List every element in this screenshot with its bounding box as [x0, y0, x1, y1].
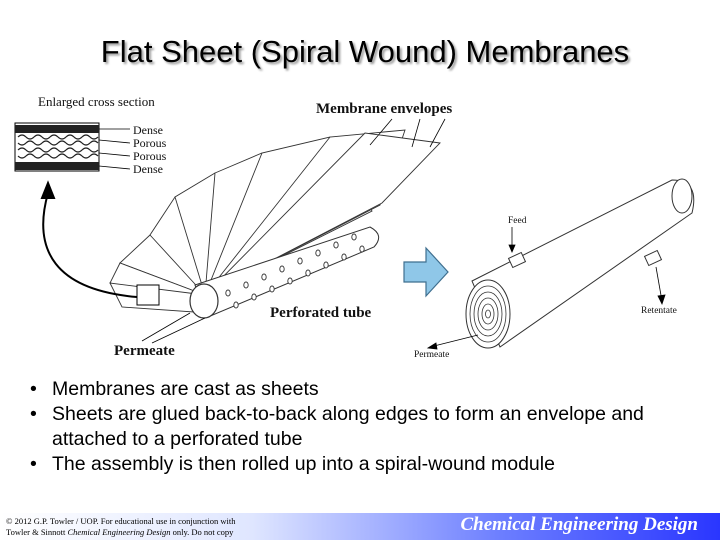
layer-label: Dense [133, 123, 163, 137]
bullet-text: Membranes are cast as sheets [52, 378, 319, 400]
cross-section-title: Enlarged cross section [38, 94, 155, 109]
layer-label: Porous [133, 149, 167, 163]
footer-bar: © 2012 G.P. Towler / UOP. For educationa… [0, 513, 720, 540]
spiral-module [465, 178, 695, 349]
list-item: • Membranes are cast as sheets [28, 377, 708, 402]
copyright-note: © 2012 G.P. Towler / UOP. For educationa… [6, 516, 236, 538]
layer-label: Dense [133, 162, 163, 176]
brand-title: Chemical Engineering Design [460, 514, 698, 535]
bullet-dot: • [30, 403, 37, 425]
bullet-dot: • [30, 453, 37, 475]
layer-label: Porous [133, 136, 167, 150]
perforated-tube-label: Perforated tube [270, 305, 372, 321]
bullet-dot: • [30, 378, 37, 400]
spiral-wound-diagram: Enlarged cross section Dense Porous Poro… [14, 94, 695, 360]
copyright-restriction: only. Do not copy [170, 527, 234, 537]
list-item: • Sheets are glued back-to-back along edg… [28, 402, 708, 452]
bullet-text: The assembly is then rolled up into a sp… [52, 453, 555, 475]
curved-arrow [40, 180, 138, 298]
permeate-left-label: Permeate [114, 343, 175, 359]
bullet-text: Sheets are glued back-to-back along edge… [52, 403, 644, 450]
perforated-tube [136, 226, 380, 319]
envelopes-label: Membrane envelopes [316, 101, 452, 117]
permeate-right-label: Permeate [414, 350, 449, 360]
retentate-label: Retentate [641, 306, 677, 316]
bullet-list: • Membranes are cast as sheets • Sheets ar… [28, 377, 708, 477]
list-item: • The assembly is then rolled up into a s… [28, 452, 708, 477]
feed-label: Feed [508, 216, 527, 226]
copyright-line-2: Towler & Sinnott Chemical Engineering De… [6, 527, 236, 538]
copyright-line-1: © 2012 G.P. Towler / UOP. For educationa… [6, 516, 236, 526]
page-title: Flat Sheet (Spiral Wound) Membranes [100, 34, 630, 69]
copyright-authors: Towler & Sinnott [6, 527, 68, 537]
right-arrow-icon [403, 246, 449, 298]
cross-section: Enlarged cross section Dense Porous Poro… [14, 94, 167, 176]
copyright-book-title: Chemical Engineering Design [67, 527, 171, 537]
